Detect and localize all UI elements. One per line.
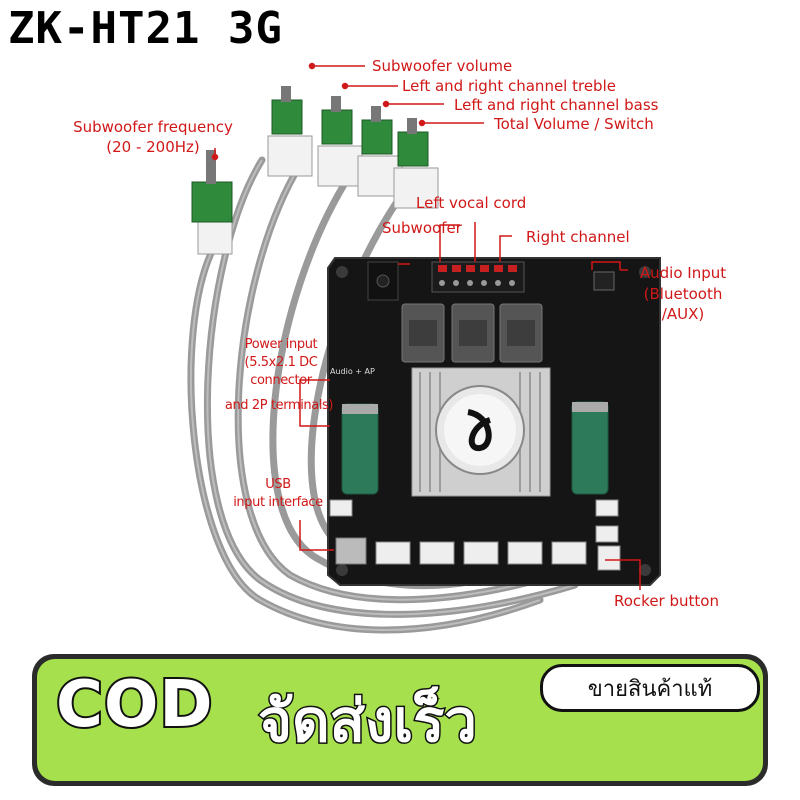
label-usb-input-interface: input interface — [233, 495, 323, 510]
label-power-input-terminals: and 2P terminals) — [224, 398, 334, 413]
label-subwoofer-output: Subwoofer — [382, 219, 462, 237]
label-rocker-button: Rocker button — [614, 592, 719, 610]
label-audio-input-bluetooth: (Bluetooth — [643, 285, 723, 303]
cod-badge: COD — [54, 668, 214, 742]
label-subwoofer-frequency-range: (20 - 200Hz) — [106, 138, 200, 156]
label-channel-treble: Left and right channel treble — [402, 77, 616, 95]
label-power-input-connector: connector — [250, 373, 312, 388]
label-left-vocal-cord: Left vocal cord — [416, 194, 527, 212]
fast-delivery-text: จัดส่งเร็ว — [257, 686, 479, 757]
potentiometers — [191, 86, 439, 255]
page-title: ZK-HT21 3G — [8, 3, 283, 54]
label-usb: USB — [265, 477, 291, 492]
genuine-product-badge: ขายสินค้าแท้ — [540, 664, 760, 712]
label-power-input-dc: (5.5x2.1 DC — [244, 355, 318, 370]
label-audio-input-aux: /AUX) — [661, 305, 705, 323]
board-silkscreen-audio-ap: Audio + AP — [330, 367, 375, 376]
label-subwoofer-frequency: Subwoofer frequency — [73, 118, 233, 136]
label-audio-input: Audio Input — [639, 264, 727, 282]
amplifier-board: Audio + AP — [327, 257, 661, 586]
label-right-channel: Right channel — [526, 228, 630, 246]
label-subwoofer-volume: Subwoofer volume — [372, 57, 513, 75]
label-power-input: Power input — [244, 337, 318, 352]
label-channel-bass: Left and right channel bass — [454, 96, 659, 114]
leader-lines — [211, 62, 641, 590]
label-total-volume: Total Volume / Switch — [494, 115, 654, 133]
